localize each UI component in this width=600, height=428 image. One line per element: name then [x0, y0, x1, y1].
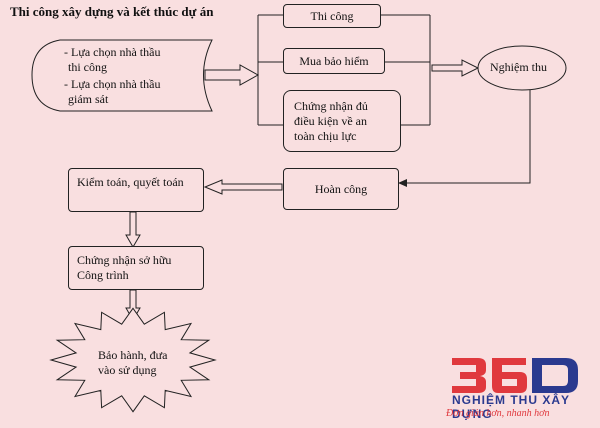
completion-node: Hoàn công — [283, 168, 399, 210]
arrowhead-completion — [398, 179, 407, 187]
logo-name: NGHIỆM THU XÂY DỰNG — [452, 393, 570, 421]
audit-node: Kiểm toán, quyết toán — [68, 168, 204, 212]
ownership-line-1: Chứng nhận sở hữu — [77, 253, 172, 267]
ownership-line-2: Công trình — [77, 268, 129, 282]
insurance-node: Mua bảo hiểm — [283, 48, 385, 74]
audit-label: Kiểm toán, quyết toán — [77, 175, 184, 189]
selection-line-1: - Lựa chọn nhà thầu — [64, 45, 161, 59]
arrow-branch-to-acceptance — [431, 59, 480, 77]
selection-line-3: - Lựa chọn nhà thầu — [64, 77, 161, 91]
insurance-label: Mua bảo hiểm — [299, 53, 369, 68]
certify-line-3: toàn chịu lực — [294, 128, 357, 143]
warranty-starburst — [49, 307, 217, 413]
arrow-completion-to-audit — [203, 179, 283, 195]
construction-node: Thi công — [283, 4, 381, 28]
selection-scroll-shape — [31, 39, 213, 112]
completion-label: Hoàn công — [314, 181, 368, 196]
selection-line-2: thi công — [68, 60, 107, 74]
acceptance-label: Nghiệm thu — [490, 60, 547, 74]
construction-label: Thi công — [310, 8, 354, 23]
arrow-audit-to-ownership — [125, 211, 141, 248]
logo-mark — [452, 358, 578, 393]
acceptance-ellipse — [477, 45, 567, 91]
arrow-select-to-branch — [204, 64, 260, 86]
warranty-line-2: vào sử dụng — [98, 363, 157, 377]
logo-tagline: Đơn giản hơn, nhanh hơn — [446, 408, 550, 419]
certify-line-2: điều kiện về an — [294, 113, 367, 128]
line-acceptance-to-completion — [405, 90, 531, 184]
diagram-title: Thi công xây dựng và kết thúc dự án — [10, 4, 214, 19]
certify-line-1: Chứng nhận đủ — [294, 98, 368, 113]
warranty-line-1: Bảo hành, đưa — [98, 348, 168, 362]
certify-node: Chứng nhận đủ điều kiện về an toàn chịu … — [283, 90, 401, 152]
ownership-node: Chứng nhận sở hữu Công trình — [68, 246, 204, 290]
selection-line-4: giám sát — [68, 92, 109, 106]
